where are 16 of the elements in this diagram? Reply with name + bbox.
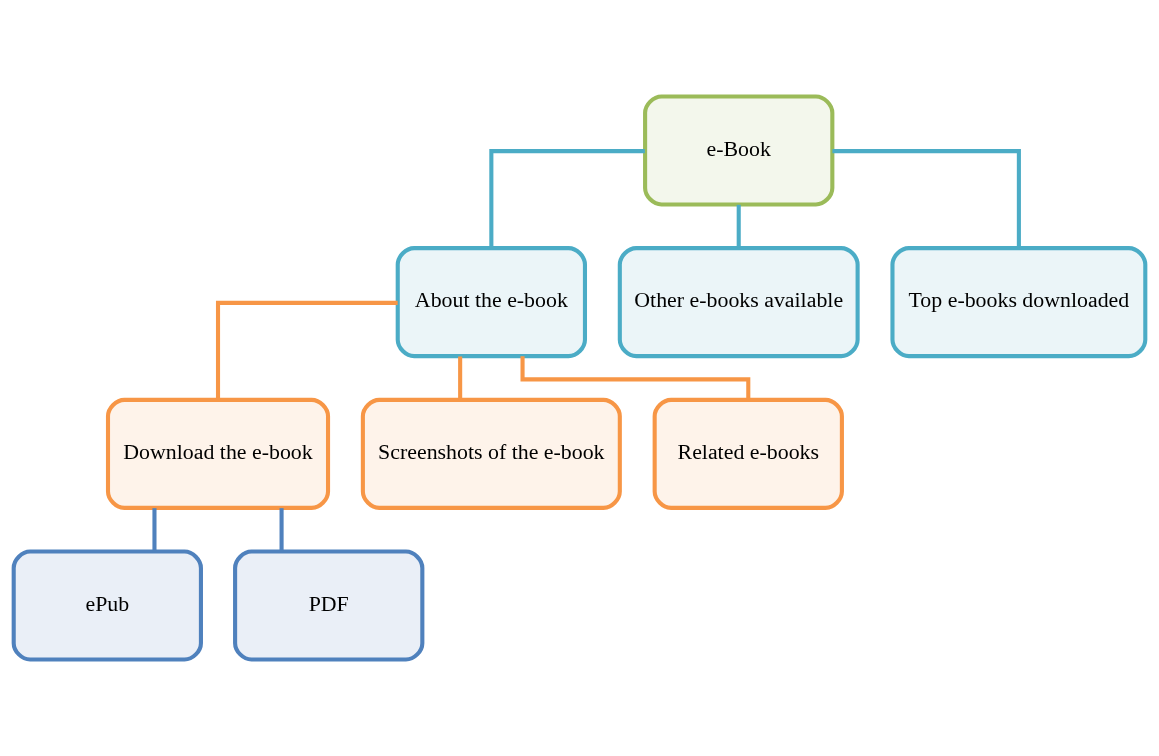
node-box: Related e-books bbox=[652, 397, 844, 510]
node-box: e-Book bbox=[643, 94, 835, 207]
connector bbox=[279, 508, 284, 552]
node-box: Download the e-book bbox=[105, 397, 331, 510]
connector bbox=[489, 149, 645, 249]
node-box: About the e-book bbox=[395, 246, 587, 359]
connector bbox=[458, 356, 463, 400]
node-box: Top e-books downloaded bbox=[890, 246, 1148, 359]
connector bbox=[736, 204, 741, 248]
connector bbox=[152, 508, 157, 552]
connector bbox=[215, 300, 398, 400]
node-box: ePub bbox=[11, 549, 203, 662]
node-box: Screenshots of the e-book bbox=[360, 397, 622, 510]
node-box: PDF bbox=[233, 549, 425, 662]
connector bbox=[832, 149, 1021, 249]
node-box: Other e-books available bbox=[617, 246, 860, 359]
